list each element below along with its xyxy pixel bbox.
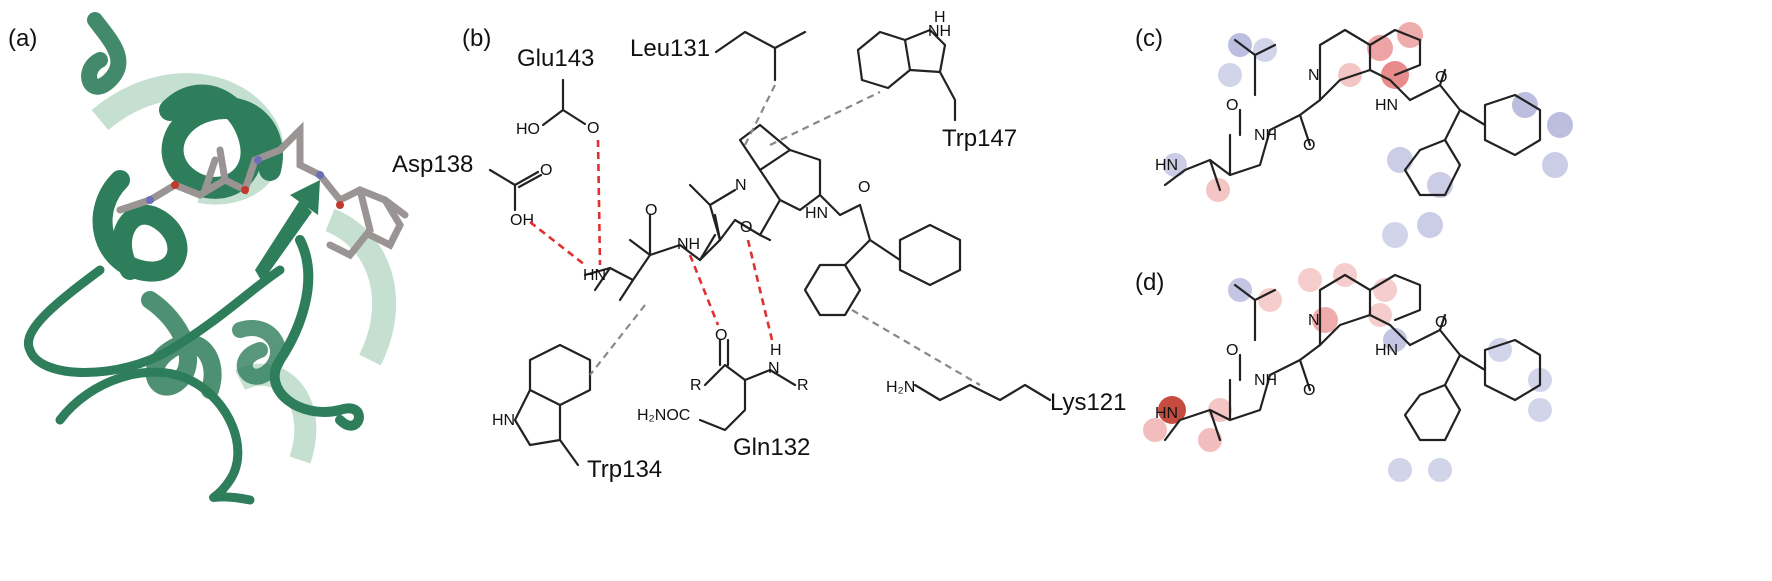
panel-c-molecule <box>1163 28 1542 197</box>
panel-a: (a) <box>8 12 409 505</box>
residue-glu143: Glu143 <box>517 45 594 72</box>
lys121-h2n: H₂N <box>886 379 915 396</box>
panel-d-n: N <box>1308 312 1320 329</box>
diphenyl-group <box>803 203 962 317</box>
ligand-o-amide3: O <box>858 179 870 196</box>
gln132-h: H <box>770 342 782 359</box>
protein-ribbon <box>24 12 396 505</box>
residue-lys121: Lys121 <box>1050 389 1127 416</box>
panel-c-halo <box>1163 22 1573 248</box>
trp147-h: H <box>934 9 946 26</box>
panel-c-n: N <box>1308 67 1320 84</box>
residue-asp138: Asp138 <box>392 151 473 178</box>
ligand-n-ring: N <box>735 177 747 194</box>
residue-trp147: Trp147 <box>942 125 1017 152</box>
residue-gln132: Gln132 <box>733 434 810 461</box>
panel-c-o2: O <box>1303 137 1315 154</box>
panel-c-hn2: HN <box>1375 97 1398 114</box>
panel-d-o2: O <box>1303 382 1315 399</box>
panel-c-o1: O <box>1226 97 1238 114</box>
panel-d-halo <box>1143 263 1552 482</box>
residue-trp134: Trp134 <box>587 456 662 483</box>
panel-d-label: (d) <box>1135 269 1164 296</box>
panel-d-hn: HN <box>1155 405 1178 422</box>
panel-c: (c) HN O <box>1135 22 1573 248</box>
panel-d-nh: NH <box>1254 372 1277 389</box>
gln132-o: O <box>715 327 727 344</box>
asp138-o: O <box>540 162 552 179</box>
ligand-sticks <box>116 121 409 260</box>
panel-d-molecule <box>1163 273 1542 442</box>
ligand-hn-amide3: HN <box>805 205 828 222</box>
panel-d-o3: O <box>1435 314 1447 331</box>
ligand-o-amide2: O <box>740 219 752 236</box>
panel-d: (d) HN <box>1135 263 1552 482</box>
gln132-group: O R H N R H₂NOC <box>637 327 809 432</box>
ligand-hn-nme: HN <box>583 267 606 284</box>
glu143-group: HO O <box>516 78 599 138</box>
gln132-r1: R <box>690 377 702 394</box>
panel-b: (b) Glu143 Asp138 Leu131 Trp147 Trp134 G… <box>392 9 1127 483</box>
leu131-group <box>714 30 807 82</box>
ligand-core <box>583 123 862 302</box>
lys121-group: H₂N <box>886 379 1052 402</box>
trp147-nh: NH <box>928 23 951 40</box>
gln132-r2: R <box>797 377 809 394</box>
trp134-hn: HN <box>492 412 515 429</box>
ligand-o-amide1: O <box>645 202 657 219</box>
panel-b-label: (b) <box>462 25 491 52</box>
trp147-group: NH H <box>856 9 957 122</box>
panel-d-hn2: HN <box>1375 342 1398 359</box>
glu143-ho: HO <box>516 121 540 138</box>
ligand-nh-amide1: NH <box>677 236 700 253</box>
gln132-h2noc: H₂NOC <box>637 407 690 424</box>
panel-c-label: (c) <box>1135 25 1163 52</box>
hydrogen-bonds <box>529 139 774 341</box>
panel-c-hn: HN <box>1155 157 1178 174</box>
residue-leu131: Leu131 <box>630 35 710 62</box>
gln132-n: N <box>768 360 780 377</box>
panel-d-o1: O <box>1226 342 1238 359</box>
glu143-o: O <box>587 120 599 137</box>
hydrophobic-contacts <box>589 84 981 386</box>
asp138-group: OH O <box>488 162 552 229</box>
panel-c-o3: O <box>1435 69 1447 86</box>
panel-a-label: (a) <box>8 25 37 52</box>
asp138-oh: OH <box>510 212 534 229</box>
trp134-group: HN <box>492 343 592 467</box>
panel-c-nh: NH <box>1254 127 1277 144</box>
